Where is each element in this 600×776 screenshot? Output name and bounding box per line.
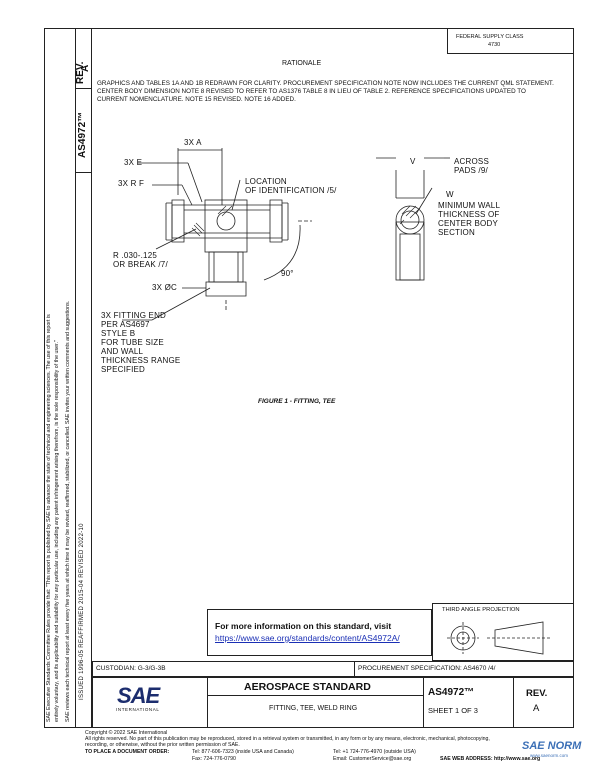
figure-caption: FIGURE 1 - FITTING, TEE: [258, 398, 336, 405]
tb-rev-label: REV.: [526, 688, 548, 699]
footer-tel1: Tel: 877-606-7323 (inside USA and Canada…: [192, 749, 294, 755]
procurement-spec: PROCUREMENT SPECIFICATION: AS4670 /4/: [358, 665, 496, 672]
custodian-row: [92, 661, 574, 677]
tb-divider-1: [207, 677, 208, 728]
standard-type: AEROSPACE STANDARD: [244, 681, 371, 693]
projection-box: THIRD ANGLE PROJECTION: [432, 603, 574, 661]
projection-symbol: [447, 621, 551, 655]
rationale-title: RATIONALE: [282, 60, 322, 67]
tb-rev-value: A: [533, 703, 540, 714]
doc-number-vertical: AS4972™: [77, 111, 88, 158]
info-box-link[interactable]: https://www.sae.org/standards/content/AS…: [215, 633, 400, 643]
footer-fax: Fax: 724-776-0790: [192, 756, 236, 762]
rev-box-divider: [75, 88, 92, 89]
dim-v: V: [410, 157, 416, 166]
footer-tel2: Tel: +1 724-776-4970 (outside USA): [333, 749, 416, 755]
tb-divider-2: [423, 677, 424, 728]
dim-3x-rf: 3X R F: [118, 179, 145, 188]
sae-logo-sub: INTERNATIONAL: [116, 707, 160, 712]
radius-note: R .030-.125 OR BREAK /7/: [113, 251, 168, 269]
custodian: CUSTODIAN: G-3/G-3B: [96, 665, 166, 672]
min-wall-note: MINIMUM WALL THICKNESS OF CENTER BODY SE…: [438, 201, 501, 237]
side-text-line1: SAE Executive Standards Committee Rules …: [46, 314, 52, 722]
dim-w: W: [446, 190, 454, 199]
footer-rights2: recording, or otherwise, without the pri…: [85, 742, 240, 748]
watermark-text: SAE NORM: [522, 740, 582, 752]
projection-label: THIRD ANGLE PROJECTION: [442, 607, 520, 613]
watermark-sub: www.saenorm.com: [530, 753, 569, 758]
sae-logo: SAE: [117, 683, 160, 708]
rationale-body: GRAPHICS AND TABLES 1A AND 1B REDRAWN FO…: [97, 80, 554, 104]
tee-fitting-drawing: [122, 148, 450, 321]
docnum-box-divider: [75, 172, 92, 173]
title-block: [92, 677, 574, 728]
supply-class-box: [447, 28, 574, 54]
footer-copyright: Copyright © 2022 SAE International: [85, 730, 168, 736]
side-text-line2: entirely voluntary, and its applicabilit…: [54, 340, 60, 722]
footer-order-label: TO PLACE A DOCUMENT ORDER:: [85, 749, 170, 755]
side-text-line3: SAE reviews each technical report at lea…: [65, 300, 71, 722]
tb-doc-number: AS4972™: [428, 687, 475, 698]
standard-title: FITTING, TEE, WELD RING: [269, 705, 358, 712]
dim-3x-c: 3X ØC: [152, 283, 178, 292]
rev-value-vertical: A: [80, 64, 91, 72]
footer-rights: All rights reserved. No part of this pub…: [85, 736, 490, 742]
tb-title-divider: [207, 695, 423, 696]
custodian-divider: [354, 661, 355, 677]
info-box: For more information on this standard, v…: [207, 609, 432, 656]
dim-3x-a: 3X A: [184, 138, 202, 147]
across-pads-note: ACROSS PADS /9/: [454, 157, 489, 175]
tb-sheet: SHEET 1 OF 3: [428, 706, 478, 715]
supply-class-line1: FEDERAL SUPPLY CLASS: [456, 34, 524, 40]
left-margin-column: [44, 28, 75, 728]
supply-class-line2: 4730: [488, 42, 501, 48]
angle-label: 90°: [281, 269, 294, 278]
history-dates: ISSUED 1996-05 REAFFIRMED 2015-04 REVISE…: [79, 523, 85, 700]
tb-divider-3: [513, 677, 514, 728]
footer-email[interactable]: Email: CustomerService@sae.org: [333, 756, 412, 762]
fitting-end-note: 3X FITTING END PER AS4697 STYLE B FOR TU…: [101, 311, 181, 374]
info-box-heading: For more information on this standard, v…: [215, 621, 392, 631]
right-col-divider: [91, 28, 92, 728]
dim-3x-e: 3X E: [124, 158, 143, 167]
location-note: LOCATION OF IDENTIFICATION /5/: [245, 177, 337, 195]
footer-web[interactable]: SAE WEB ADDRESS: http://www.sae.org: [440, 756, 541, 762]
